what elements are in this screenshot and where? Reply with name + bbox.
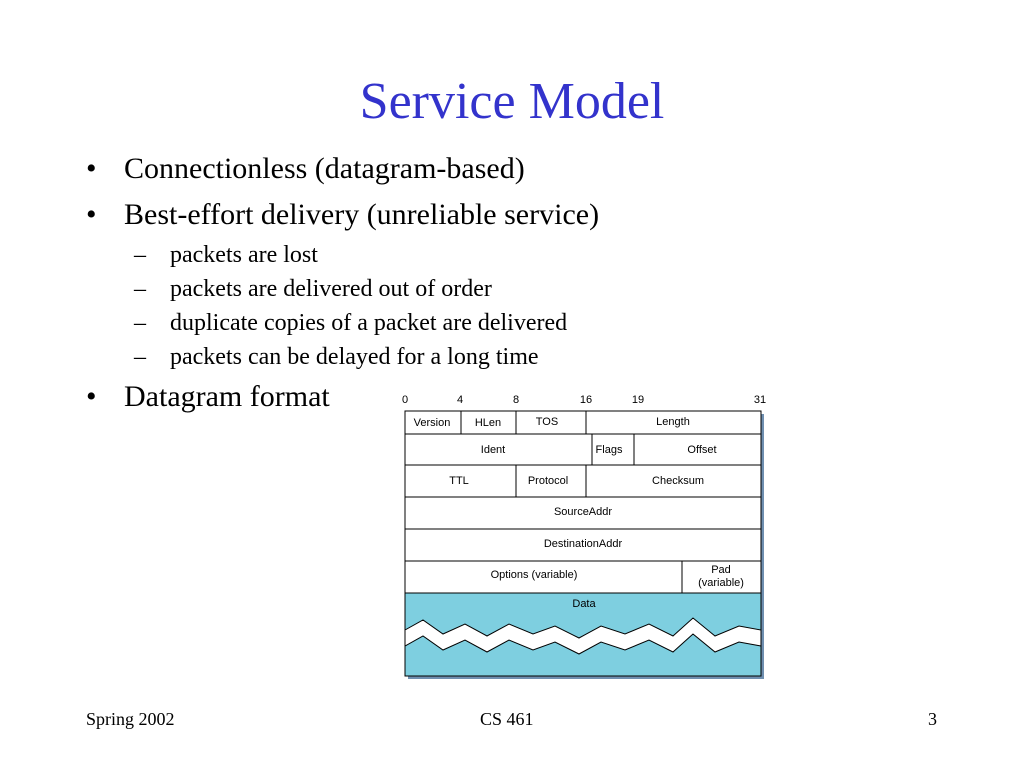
bullet-mark: •: [86, 198, 97, 231]
field-destination-addr: DestinationAddr: [543, 538, 623, 550]
bullet-mark: •: [86, 380, 97, 413]
field-pad-line1: Pad: [711, 564, 731, 576]
sub-bullet-mark: –: [134, 310, 146, 336]
bullet-mark: •: [86, 152, 97, 185]
footer-center: CS 461: [480, 709, 534, 729]
ip-datagram-diagram: 0 4 8 16 19 31 Version HLen TOS Length I…: [395, 390, 775, 685]
field-data: Data: [572, 598, 596, 610]
sub-bullet-text: duplicate copies of a packet are deliver…: [170, 310, 568, 336]
sub-bullet-text: packets can be delayed for a long time: [170, 344, 539, 370]
header-area: [404, 410, 762, 594]
sub-bullet-mark: –: [134, 242, 146, 268]
sub-bullet-text: packets are lost: [170, 242, 318, 268]
slide-title: Service Model: [359, 73, 665, 130]
bit-label: 16: [579, 394, 593, 406]
sub-bullet-mark: –: [134, 344, 146, 370]
bit-label: 19: [631, 394, 645, 406]
bit-label: 4: [456, 394, 464, 406]
field-offset: Offset: [687, 444, 717, 456]
bullet-text: Connectionless (datagram-based): [124, 152, 525, 185]
field-ident: Ident: [480, 444, 506, 456]
field-source-addr: SourceAddr: [553, 506, 613, 518]
bit-label: 0: [401, 394, 409, 406]
field-flags: Flags: [595, 444, 623, 456]
field-pad-line2: (variable): [698, 577, 744, 589]
footer-left: Spring 2002: [86, 709, 175, 729]
sub-bullet-mark: –: [134, 276, 146, 302]
field-tos: TOS: [535, 416, 559, 428]
data-break: [404, 617, 762, 655]
field-ttl: TTL: [449, 475, 469, 487]
bullet-text: Datagram format: [124, 380, 330, 413]
footer-page-number: 3: [928, 709, 937, 729]
field-checksum: Checksum: [652, 475, 704, 487]
field-version: Version: [413, 417, 451, 429]
bit-label: 8: [512, 394, 520, 406]
field-protocol: Protocol: [527, 475, 569, 487]
bit-label: 31: [753, 394, 767, 406]
field-length: Length: [656, 416, 690, 428]
bullet-text: Best-effort delivery (unreliable service…: [124, 198, 600, 231]
sub-bullet-text: packets are delivered out of order: [170, 276, 492, 302]
datagram-frame: [404, 410, 764, 679]
field-hlen: HLen: [474, 417, 502, 429]
field-options: Options (variable): [490, 569, 578, 581]
